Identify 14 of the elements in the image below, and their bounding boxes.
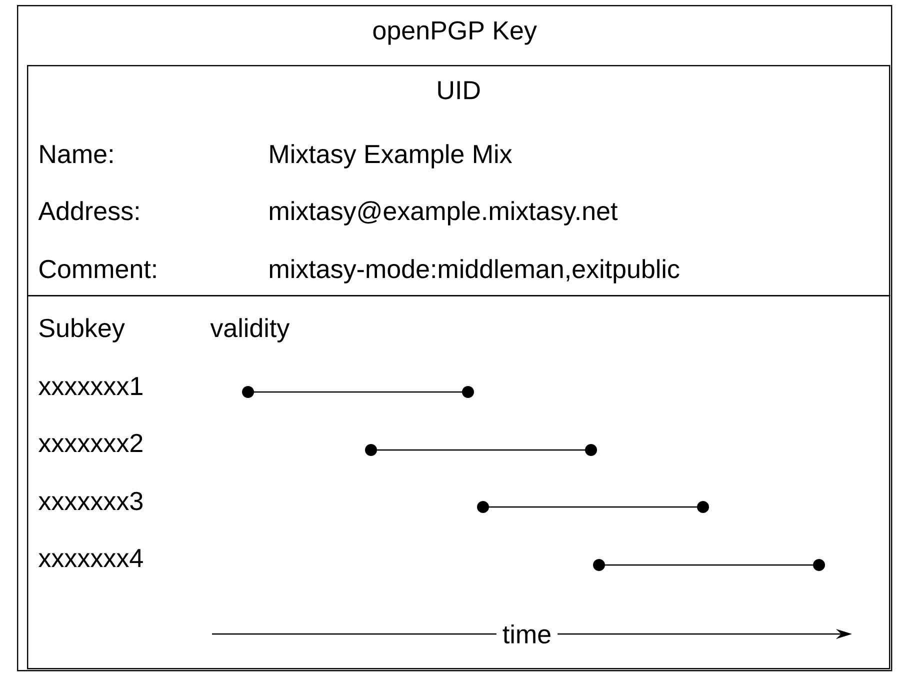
subkey-id: xxxxxxx2 (38, 434, 142, 452)
field-label: Name: (40, 145, 112, 164)
field-value: mixtasy@example.mixtasy.net (270, 201, 618, 226)
column-heading: validity (210, 318, 290, 342)
subkey-id: xxxxxxx3 (38, 492, 143, 510)
axis-label: time (496, 618, 558, 650)
field-label: Address: (38, 201, 138, 220)
column-heading: Subkey (39, 318, 125, 342)
field-value: Mixtasy Example Mix (270, 144, 512, 168)
field-label: Comment: (40, 260, 156, 278)
subkey-box (27, 295, 890, 670)
subkey-id: xxxxxxx1 (38, 377, 142, 395)
field-value: mixtasy-mode:middleman,exitpublic (270, 259, 680, 284)
subkey-id: xxxxxxx4 (38, 549, 143, 567)
